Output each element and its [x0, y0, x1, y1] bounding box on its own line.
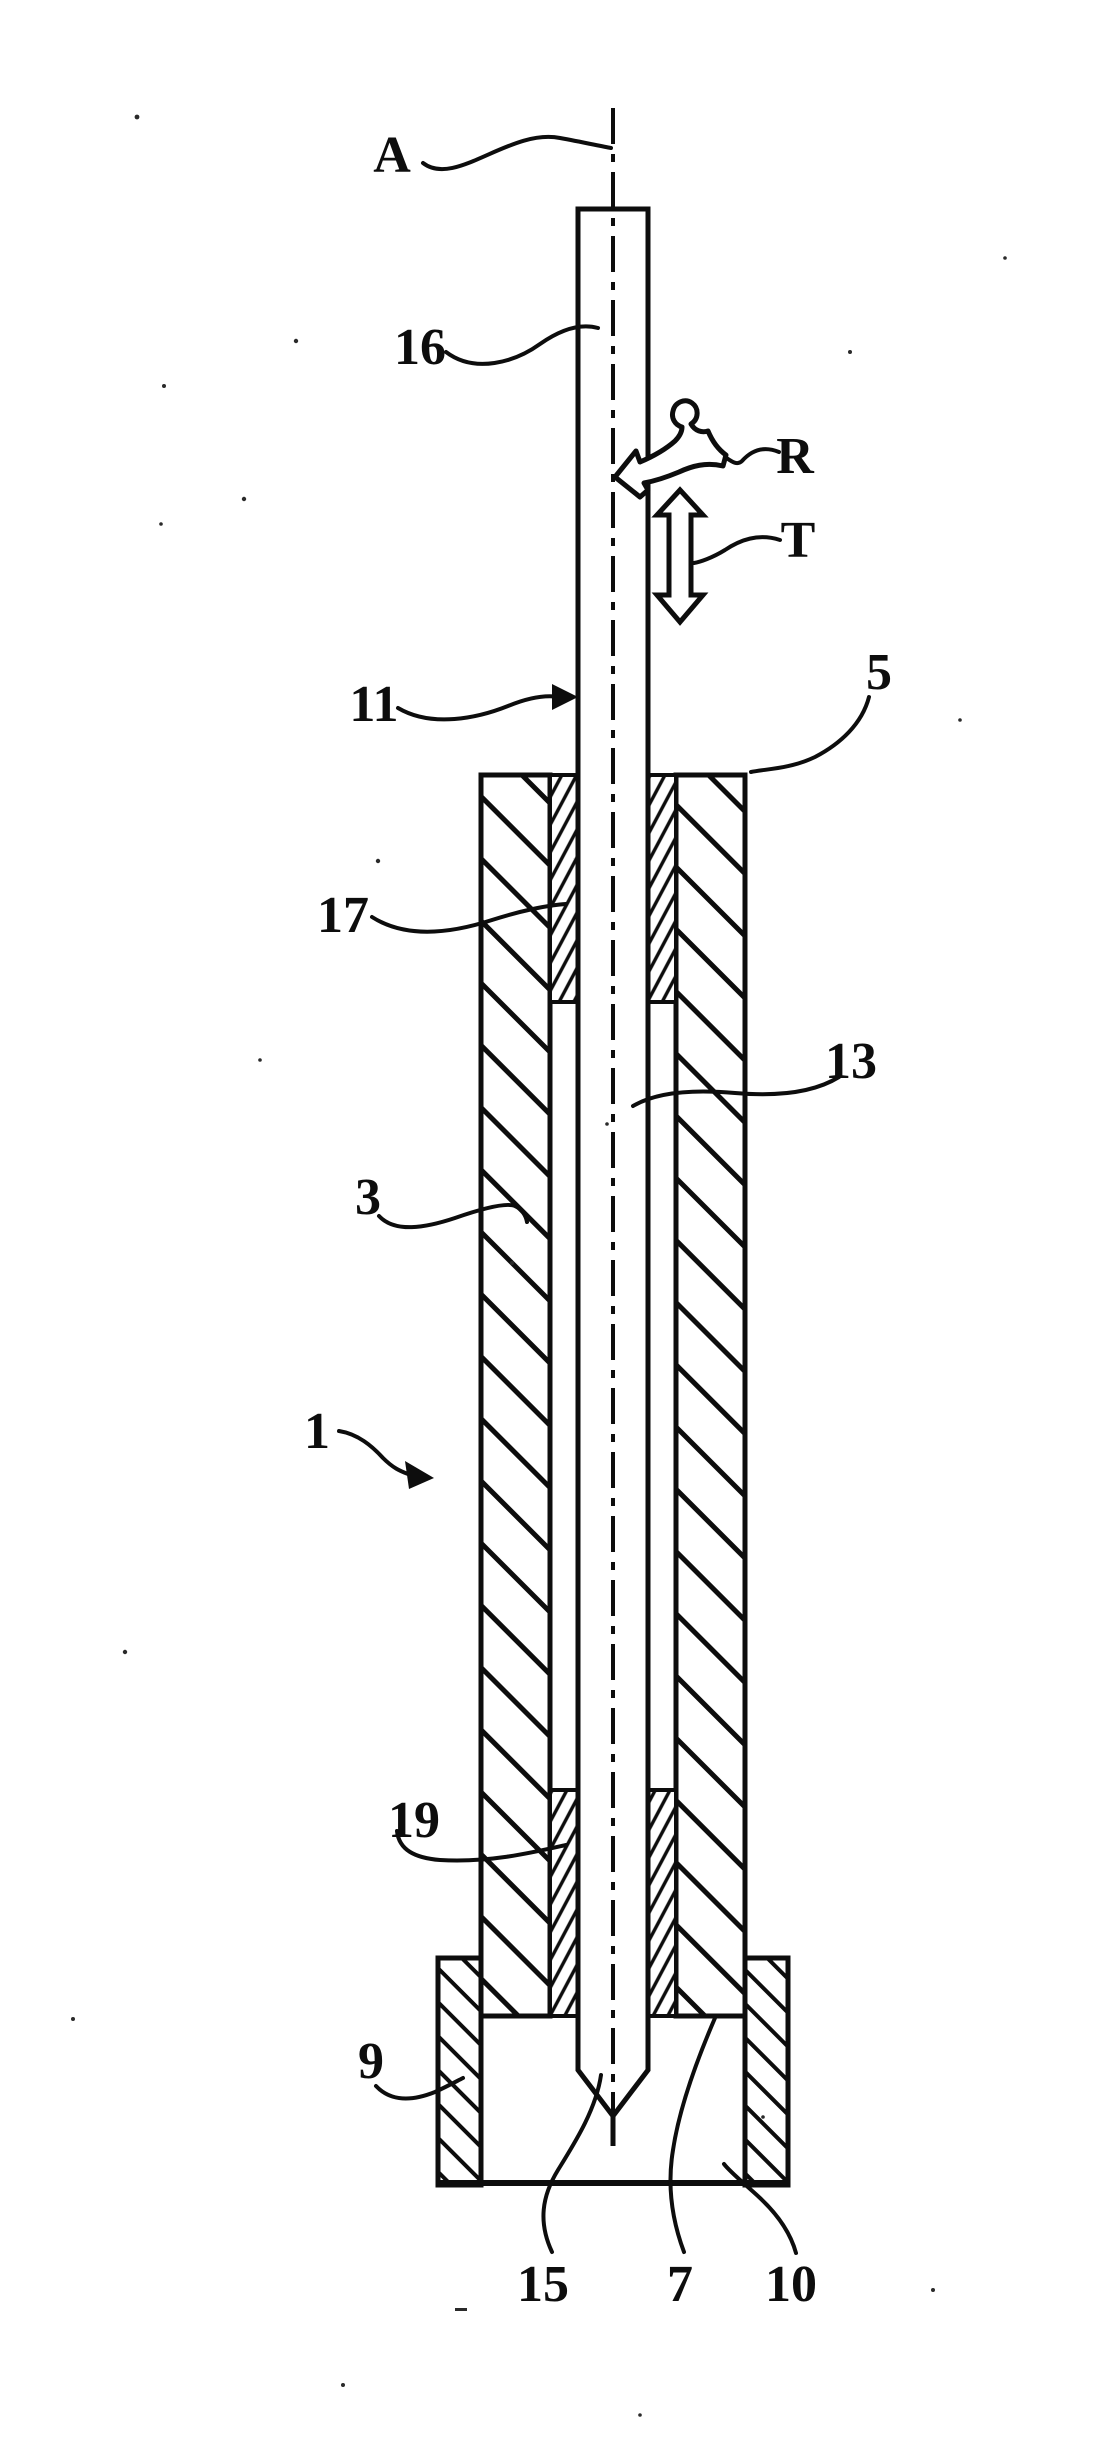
- label-13: 13: [825, 1033, 877, 1090]
- leader-1-arrowhead: [405, 1461, 434, 1489]
- label-9: 9: [358, 2033, 384, 2090]
- leader-5: [749, 695, 871, 774]
- label-5: 5: [866, 644, 892, 701]
- leader-11: [396, 694, 562, 722]
- leader-17: [370, 902, 568, 934]
- collar-left-wall: [435, 1955, 484, 2188]
- upper-bushing-left: [548, 773, 580, 1004]
- outer-tube-right-wall: [673, 772, 748, 2019]
- outer-tube-left-wall: [478, 772, 553, 2019]
- label-R: R: [776, 428, 815, 485]
- label-19: 19: [388, 1792, 440, 1849]
- leader-16: [444, 324, 600, 366]
- label-10: 10: [765, 2256, 817, 2313]
- label-3: 3: [355, 1169, 381, 1226]
- leader-10: [722, 2162, 798, 2255]
- rotation-arrow-icon: [612, 398, 729, 500]
- bottom-collar: [435, 1955, 791, 2188]
- lower-bushing-left: [548, 1788, 580, 2018]
- upper-bushing-right: [646, 773, 678, 1004]
- leader-3: [377, 1203, 529, 1230]
- bushings: [548, 773, 678, 2018]
- leader-T: [692, 535, 782, 565]
- outer-tube: [478, 772, 748, 2019]
- lower-bushing-right: [646, 1788, 678, 2018]
- leader-11-arrowhead: [552, 684, 578, 710]
- leader-lines: [337, 134, 871, 2255]
- scan-speckles: [71, 114, 1007, 2417]
- collar-right-wall: [742, 1955, 791, 2188]
- leader-13: [631, 1075, 841, 1108]
- translation-arrow-icon: [651, 486, 709, 626]
- label-11: 11: [349, 676, 398, 733]
- leader-R: [723, 447, 781, 466]
- label-7: 7: [667, 2256, 693, 2313]
- label-T: T: [781, 512, 816, 569]
- label-15: 15: [517, 2256, 569, 2313]
- leader-15: [541, 2073, 603, 2254]
- label-17: 17: [317, 887, 369, 944]
- reference-labels: A 16 R T 11 5 17 13 3 1 19 9 15 7 10: [304, 127, 892, 2313]
- leader-A: [421, 134, 613, 171]
- leader-7: [668, 2016, 717, 2254]
- label-16: 16: [394, 319, 446, 376]
- label-A: A: [373, 127, 411, 184]
- label-1: 1: [304, 1403, 330, 1460]
- leader-19: [395, 1829, 568, 1863]
- leader-1: [337, 1429, 410, 1476]
- leader-9: [374, 2076, 465, 2101]
